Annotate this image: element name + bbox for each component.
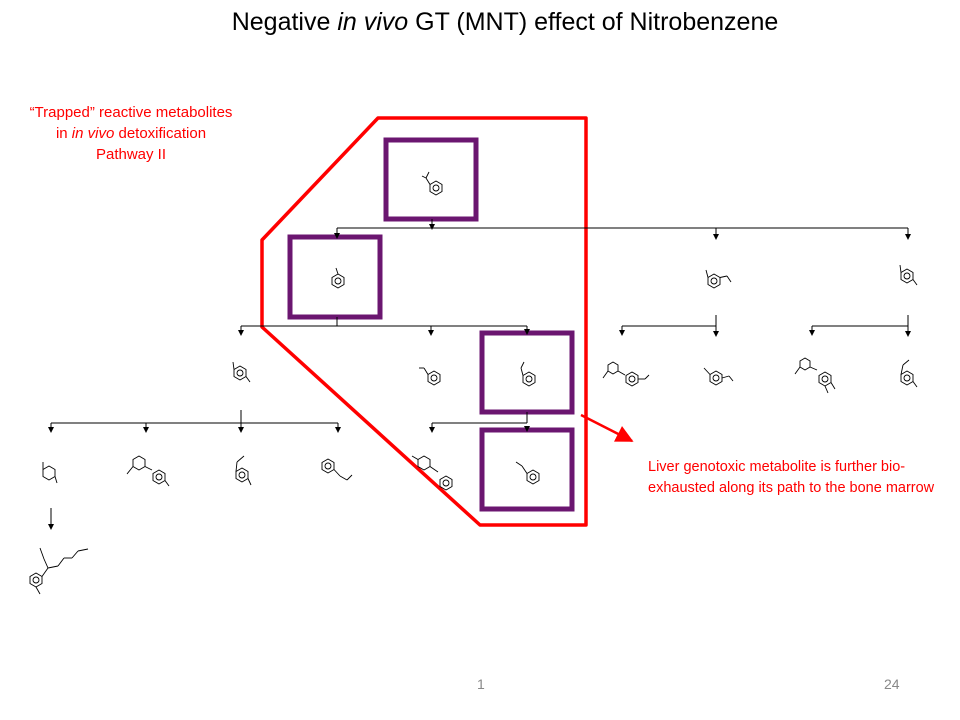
note-left-italic: in vivo xyxy=(71,125,115,142)
molecule-level3-c xyxy=(520,361,536,387)
title-italic: in vivo xyxy=(337,8,409,36)
trapped-metabolites-note: “Trapped” reactive metabolites in in viv… xyxy=(0,102,262,165)
molecule-level3-e xyxy=(703,367,734,386)
molecule-level3-a xyxy=(232,361,251,383)
slide-title: Negative in vivo GT (MNT) effect of Nitr… xyxy=(0,8,960,37)
molecule-level4-e xyxy=(411,455,453,491)
molecule-level4-f xyxy=(515,461,540,485)
molecule-level3-f xyxy=(794,357,836,394)
molecule-structures xyxy=(29,171,918,595)
molecule-level3-g xyxy=(900,359,918,388)
molecule-level3-d xyxy=(602,361,650,387)
arrow-ticks xyxy=(48,224,911,530)
highlight-box-parent xyxy=(383,137,479,222)
highlight-box-metabolite-c xyxy=(479,427,575,512)
title-part2: GT (MNT) effect of Nitrobenzene xyxy=(408,8,779,36)
note-left-line2: in in vivo detoxification xyxy=(55,125,207,142)
molecule-level3-b xyxy=(419,367,441,386)
molecule-level4-c xyxy=(235,455,252,486)
molecule-level4-d xyxy=(321,458,353,481)
molecule-level2-b xyxy=(705,269,732,289)
highlight-box-metabolite-a xyxy=(287,234,383,320)
footer-left-number: 1 xyxy=(477,676,485,692)
note-left-line3: Pathway II xyxy=(95,146,167,163)
molecule-level5-conjugate xyxy=(29,547,89,595)
molecule-level2-a xyxy=(331,267,345,289)
title-part1: Negative xyxy=(231,8,338,36)
bio-exhausted-note: Liver genotoxic metabolite is further bi… xyxy=(648,459,935,496)
molecule-level4-b xyxy=(126,455,170,487)
highlight-boxes xyxy=(287,137,575,512)
note-left-line1: “Trapped” reactive metabolites xyxy=(29,104,233,121)
slide-number: 24 xyxy=(884,676,900,692)
highlight-box-metabolite-b xyxy=(479,330,575,415)
molecule-nitrobenzene xyxy=(421,171,443,196)
molecule-level4-a xyxy=(42,462,58,484)
trapped-pathway-outline xyxy=(260,116,588,527)
molecule-level2-c xyxy=(899,264,918,286)
pointer-arrow xyxy=(580,413,634,443)
